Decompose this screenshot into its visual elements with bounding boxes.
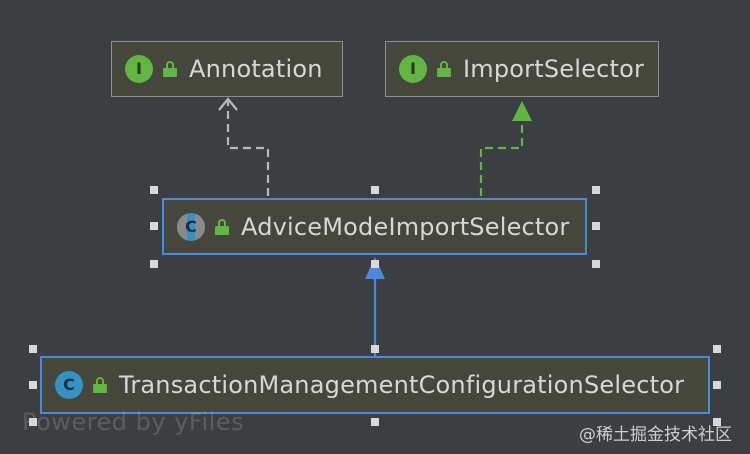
lock-icon	[92, 377, 108, 393]
advice-mode-import-selector-label: AdviceModeImportSelector	[241, 212, 570, 241]
lock-icon	[436, 61, 452, 77]
abstract-class-badge-icon: C	[177, 212, 205, 241]
dependency-arrowhead	[218, 97, 238, 111]
selection-handle[interactable]	[150, 260, 158, 268]
selection-handle[interactable]	[713, 418, 721, 426]
lock-icon	[162, 61, 178, 77]
selection-handle[interactable]	[713, 345, 721, 353]
interface-badge-icon: I	[125, 55, 153, 83]
interface-badge-icon: I	[399, 55, 427, 83]
import-selector-label: ImportSelector	[463, 55, 645, 83]
implements-edge[interactable]	[479, 121, 524, 196]
selection-handle[interactable]	[371, 186, 379, 194]
class-badge-icon: C	[55, 371, 83, 399]
selection-handle[interactable]	[29, 381, 37, 389]
transaction-selector-label: TransactionManagementConfigurationSelect…	[119, 371, 685, 399]
selection-handle[interactable]	[29, 345, 37, 353]
dependency-edge[interactable]	[226, 100, 270, 196]
advice-mode-import-selector-node[interactable]: C AdviceModeImportSelector	[162, 198, 587, 255]
selection-handle[interactable]	[371, 345, 379, 353]
selection-handle[interactable]	[592, 186, 600, 194]
watermark: Powered by yFiles	[22, 408, 245, 436]
implements-arrowhead	[512, 101, 532, 121]
selection-handle[interactable]	[592, 222, 600, 230]
source-credit: @稀土掘金技术社区	[579, 425, 732, 445]
transaction-selector-node[interactable]: C TransactionManagementConfigurationSele…	[40, 356, 710, 414]
selection-handle[interactable]	[371, 260, 379, 268]
selection-handle[interactable]	[29, 418, 37, 426]
extends-arrowhead	[365, 257, 385, 279]
annotation-label: Annotation	[189, 55, 323, 83]
selection-handle[interactable]	[713, 381, 721, 389]
annotation-node[interactable]: I Annotation	[111, 41, 343, 97]
selection-handle[interactable]	[371, 418, 379, 426]
import-selector-node[interactable]: I ImportSelector	[385, 41, 659, 97]
selection-handle[interactable]	[150, 222, 158, 230]
selection-handle[interactable]	[150, 186, 158, 194]
lock-icon	[214, 218, 230, 235]
selection-handle[interactable]	[592, 260, 600, 268]
